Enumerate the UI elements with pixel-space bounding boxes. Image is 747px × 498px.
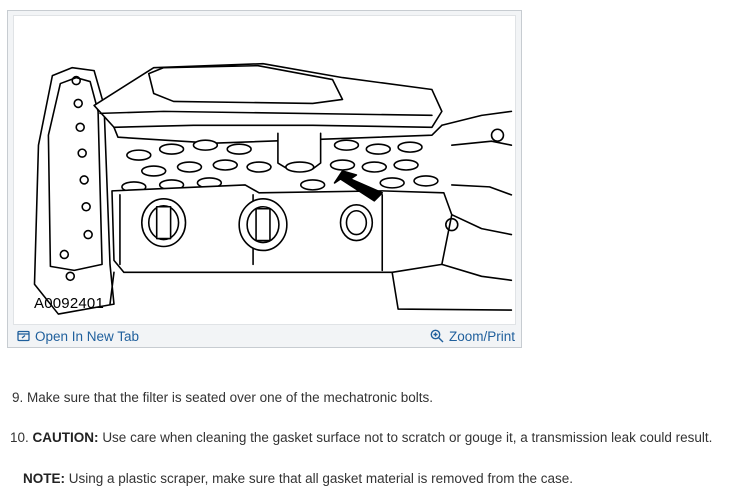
- external-window-icon: [17, 330, 30, 342]
- open-in-new-tab-label: Open In New Tab: [35, 328, 140, 344]
- figure-id-label: A0092401: [34, 295, 105, 312]
- magnifier-plus-icon: [430, 329, 444, 343]
- open-in-new-tab-link[interactable]: Open In New Tab: [17, 329, 139, 344]
- step-number: 9.: [12, 390, 24, 405]
- step-number: 10.: [10, 430, 29, 445]
- figure-container: A0092401 Open In New Tab Zoom/Print: [7, 10, 522, 348]
- note-text: Using a plastic scraper, make sure that …: [68, 471, 573, 486]
- step-9: 9. Make sure that the filter is seated o…: [12, 390, 433, 405]
- step-text: Make sure that the filter is seated over…: [27, 390, 433, 405]
- step-10: 10. CAUTION: Use care when cleaning the …: [10, 430, 712, 445]
- note: NOTE: Using a plastic scraper, make sure…: [23, 471, 573, 486]
- figure-toolbar: Open In New Tab Zoom/Print: [8, 325, 521, 347]
- transmission-diagram-image[interactable]: A0092401: [13, 15, 516, 325]
- zoom-print-link[interactable]: Zoom/Print: [430, 329, 515, 344]
- step-text: Use care when cleaning the gasket surfac…: [102, 430, 713, 445]
- zoom-print-label: Zoom/Print: [448, 328, 515, 344]
- caution-label: CAUTION:: [32, 430, 99, 445]
- note-label: NOTE:: [23, 471, 65, 486]
